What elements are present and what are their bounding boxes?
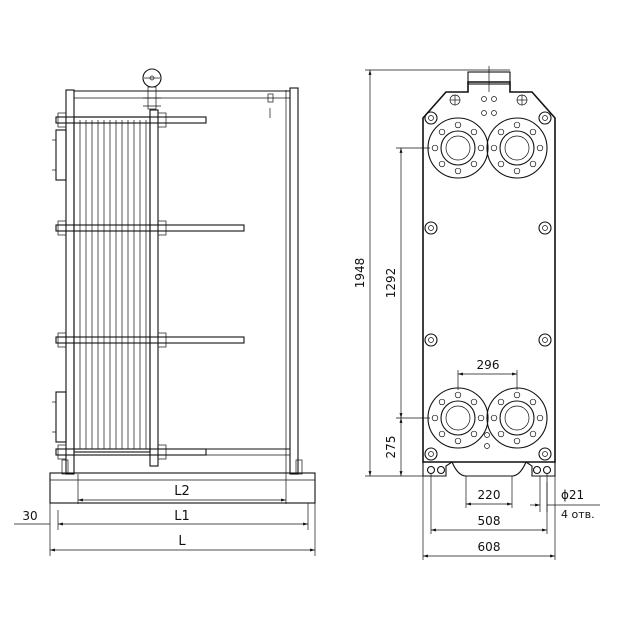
- front-view: 1948 1292 275 296 220 508 608 ϕ21 4: [353, 66, 600, 560]
- left-foot: [422, 461, 453, 477]
- dim-508-label: 508: [478, 514, 501, 528]
- dim-1292-label: 1292: [384, 268, 398, 299]
- frame-bolt-icons: [424, 111, 552, 461]
- hole-count-label: 4 отв.: [561, 508, 595, 521]
- upper-nozzle: [52, 129, 67, 181]
- dim-1948-label: 1948: [353, 258, 367, 289]
- tie-bolt-2: [55, 220, 245, 236]
- plate-pack-lines: [79, 120, 147, 449]
- dim-296-label: 296: [477, 358, 500, 372]
- pressure-plate: [149, 109, 159, 467]
- tie-bolt-4: [55, 444, 207, 460]
- flange-bottom-left: [427, 387, 489, 449]
- dim-30-label: 30: [22, 509, 37, 523]
- flange-top-right: [486, 117, 548, 179]
- dim-l2-label: L2: [174, 484, 190, 499]
- flange-bottom-right: [486, 387, 548, 449]
- right-foot: [525, 461, 556, 477]
- tie-bolt-3: [55, 332, 245, 348]
- hole-diameter-label: ϕ21: [561, 488, 584, 502]
- top-roller-icon: [142, 68, 162, 110]
- dim-l1-label: L1: [174, 509, 190, 524]
- side-view: L2 L1 L 30: [14, 68, 316, 556]
- support-column: [289, 87, 299, 475]
- dim-l-label: L: [178, 534, 186, 549]
- dim-275-label: 275: [384, 436, 398, 459]
- plate-pack: [73, 116, 151, 453]
- base-frame: [49, 472, 316, 504]
- tie-bolt-1: [55, 112, 207, 128]
- dim-608-label: 608: [478, 540, 501, 554]
- bottom-cutout: [451, 461, 527, 477]
- fixed-plate: [65, 89, 75, 475]
- flange-top-left: [427, 117, 489, 179]
- lower-nozzle: [52, 391, 67, 443]
- dim-220-label: 220: [478, 488, 501, 502]
